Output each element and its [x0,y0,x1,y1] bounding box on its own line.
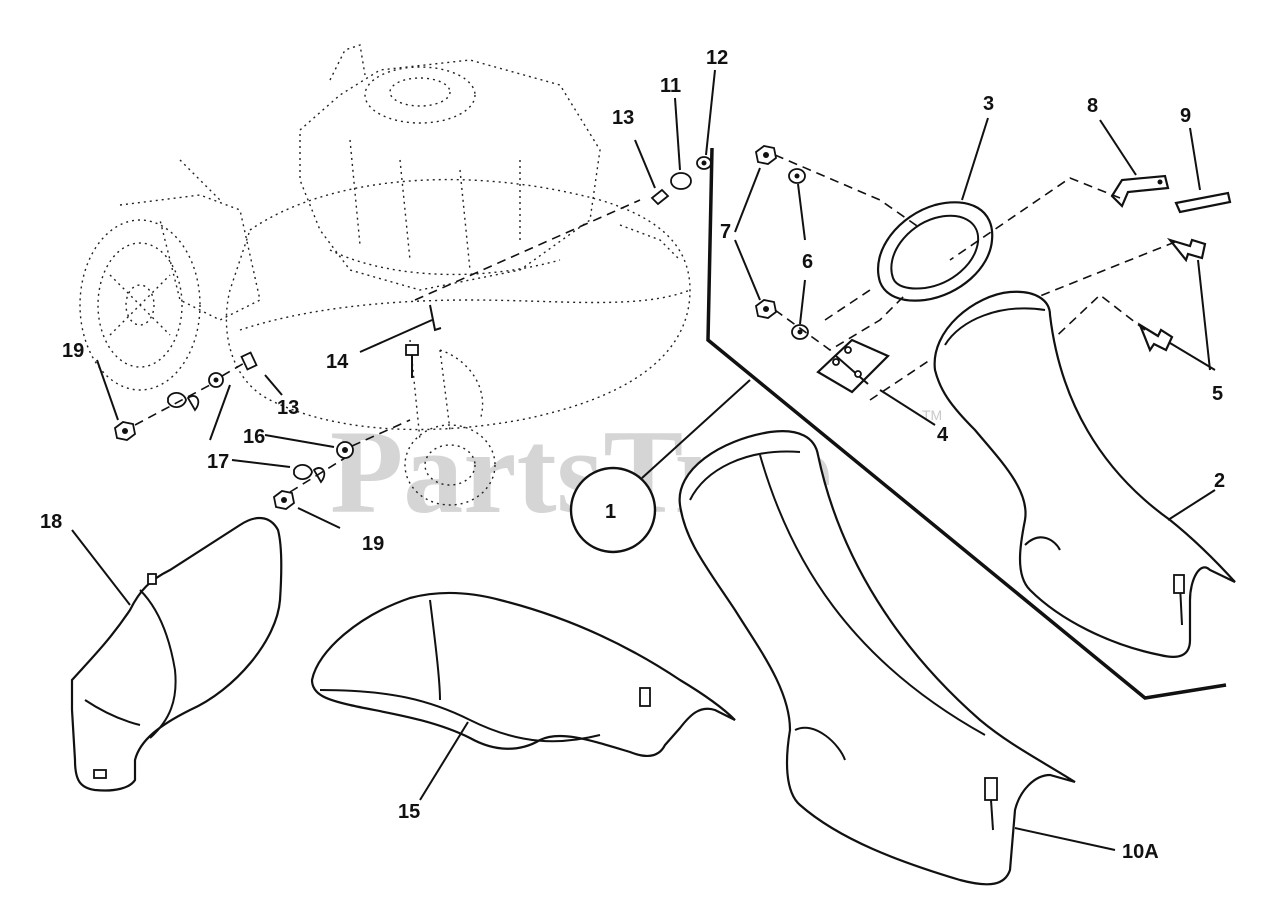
callout-4: 4 [937,424,949,446]
callout-labels: 1 2 3 4 5 6 7 8 9 10A 11 12 13 13 14 15 … [40,47,1225,863]
callout-7: 7 [720,221,731,243]
callout-1-circle [569,466,657,554]
chute-hardware [755,145,1232,401]
callout-2: 2 [1214,470,1225,492]
mower-assembly [79,44,691,506]
watermark-trademark: TM [922,407,942,423]
chute-part-15 [310,591,736,758]
callout-19-right: 19 [362,533,384,555]
chute-part-2 [933,290,1236,658]
leader-lines [71,69,1216,851]
callout-14: 14 [326,351,349,373]
callout-18: 18 [40,511,62,533]
callout-5: 5 [1212,383,1223,405]
callout-10a: 10A [1122,841,1159,863]
callout-15: 15 [398,801,420,823]
callout-13-lower: 13 [277,397,299,419]
cover-part-18 [70,517,283,792]
mower-hardware [114,199,641,510]
kit-bracket-lines [706,147,1227,700]
callout-9: 9 [1180,105,1191,127]
callout-17: 17 [207,451,229,473]
callout-8: 8 [1087,95,1098,117]
callout-13-upper: 13 [612,107,634,129]
callout-6: 6 [802,251,813,273]
callout-16: 16 [243,426,265,448]
chute-part-10a [678,430,1076,886]
spacer-hardware [650,156,712,206]
callout-1: 1 [605,501,616,523]
callout-11: 11 [660,75,681,97]
callout-19-left: 19 [62,340,84,362]
callout-12: 12 [706,47,728,69]
callout-3: 3 [983,93,994,115]
